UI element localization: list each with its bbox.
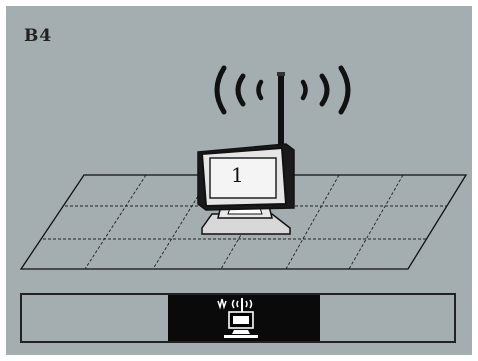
toolbar-slot-right[interactable] — [320, 295, 454, 341]
toolbar — [20, 293, 456, 343]
wireless-monitor-icon — [212, 297, 272, 339]
monitor-number: 1 — [231, 163, 244, 187]
wireless-monitor[interactable]: 1 — [198, 68, 348, 234]
toolbar-slot-left[interactable] — [22, 295, 168, 341]
antenna-icon — [277, 72, 285, 150]
game-screen: B4 — [6, 6, 472, 355]
toolbar-slot-wireless-monitor[interactable] — [168, 295, 320, 341]
